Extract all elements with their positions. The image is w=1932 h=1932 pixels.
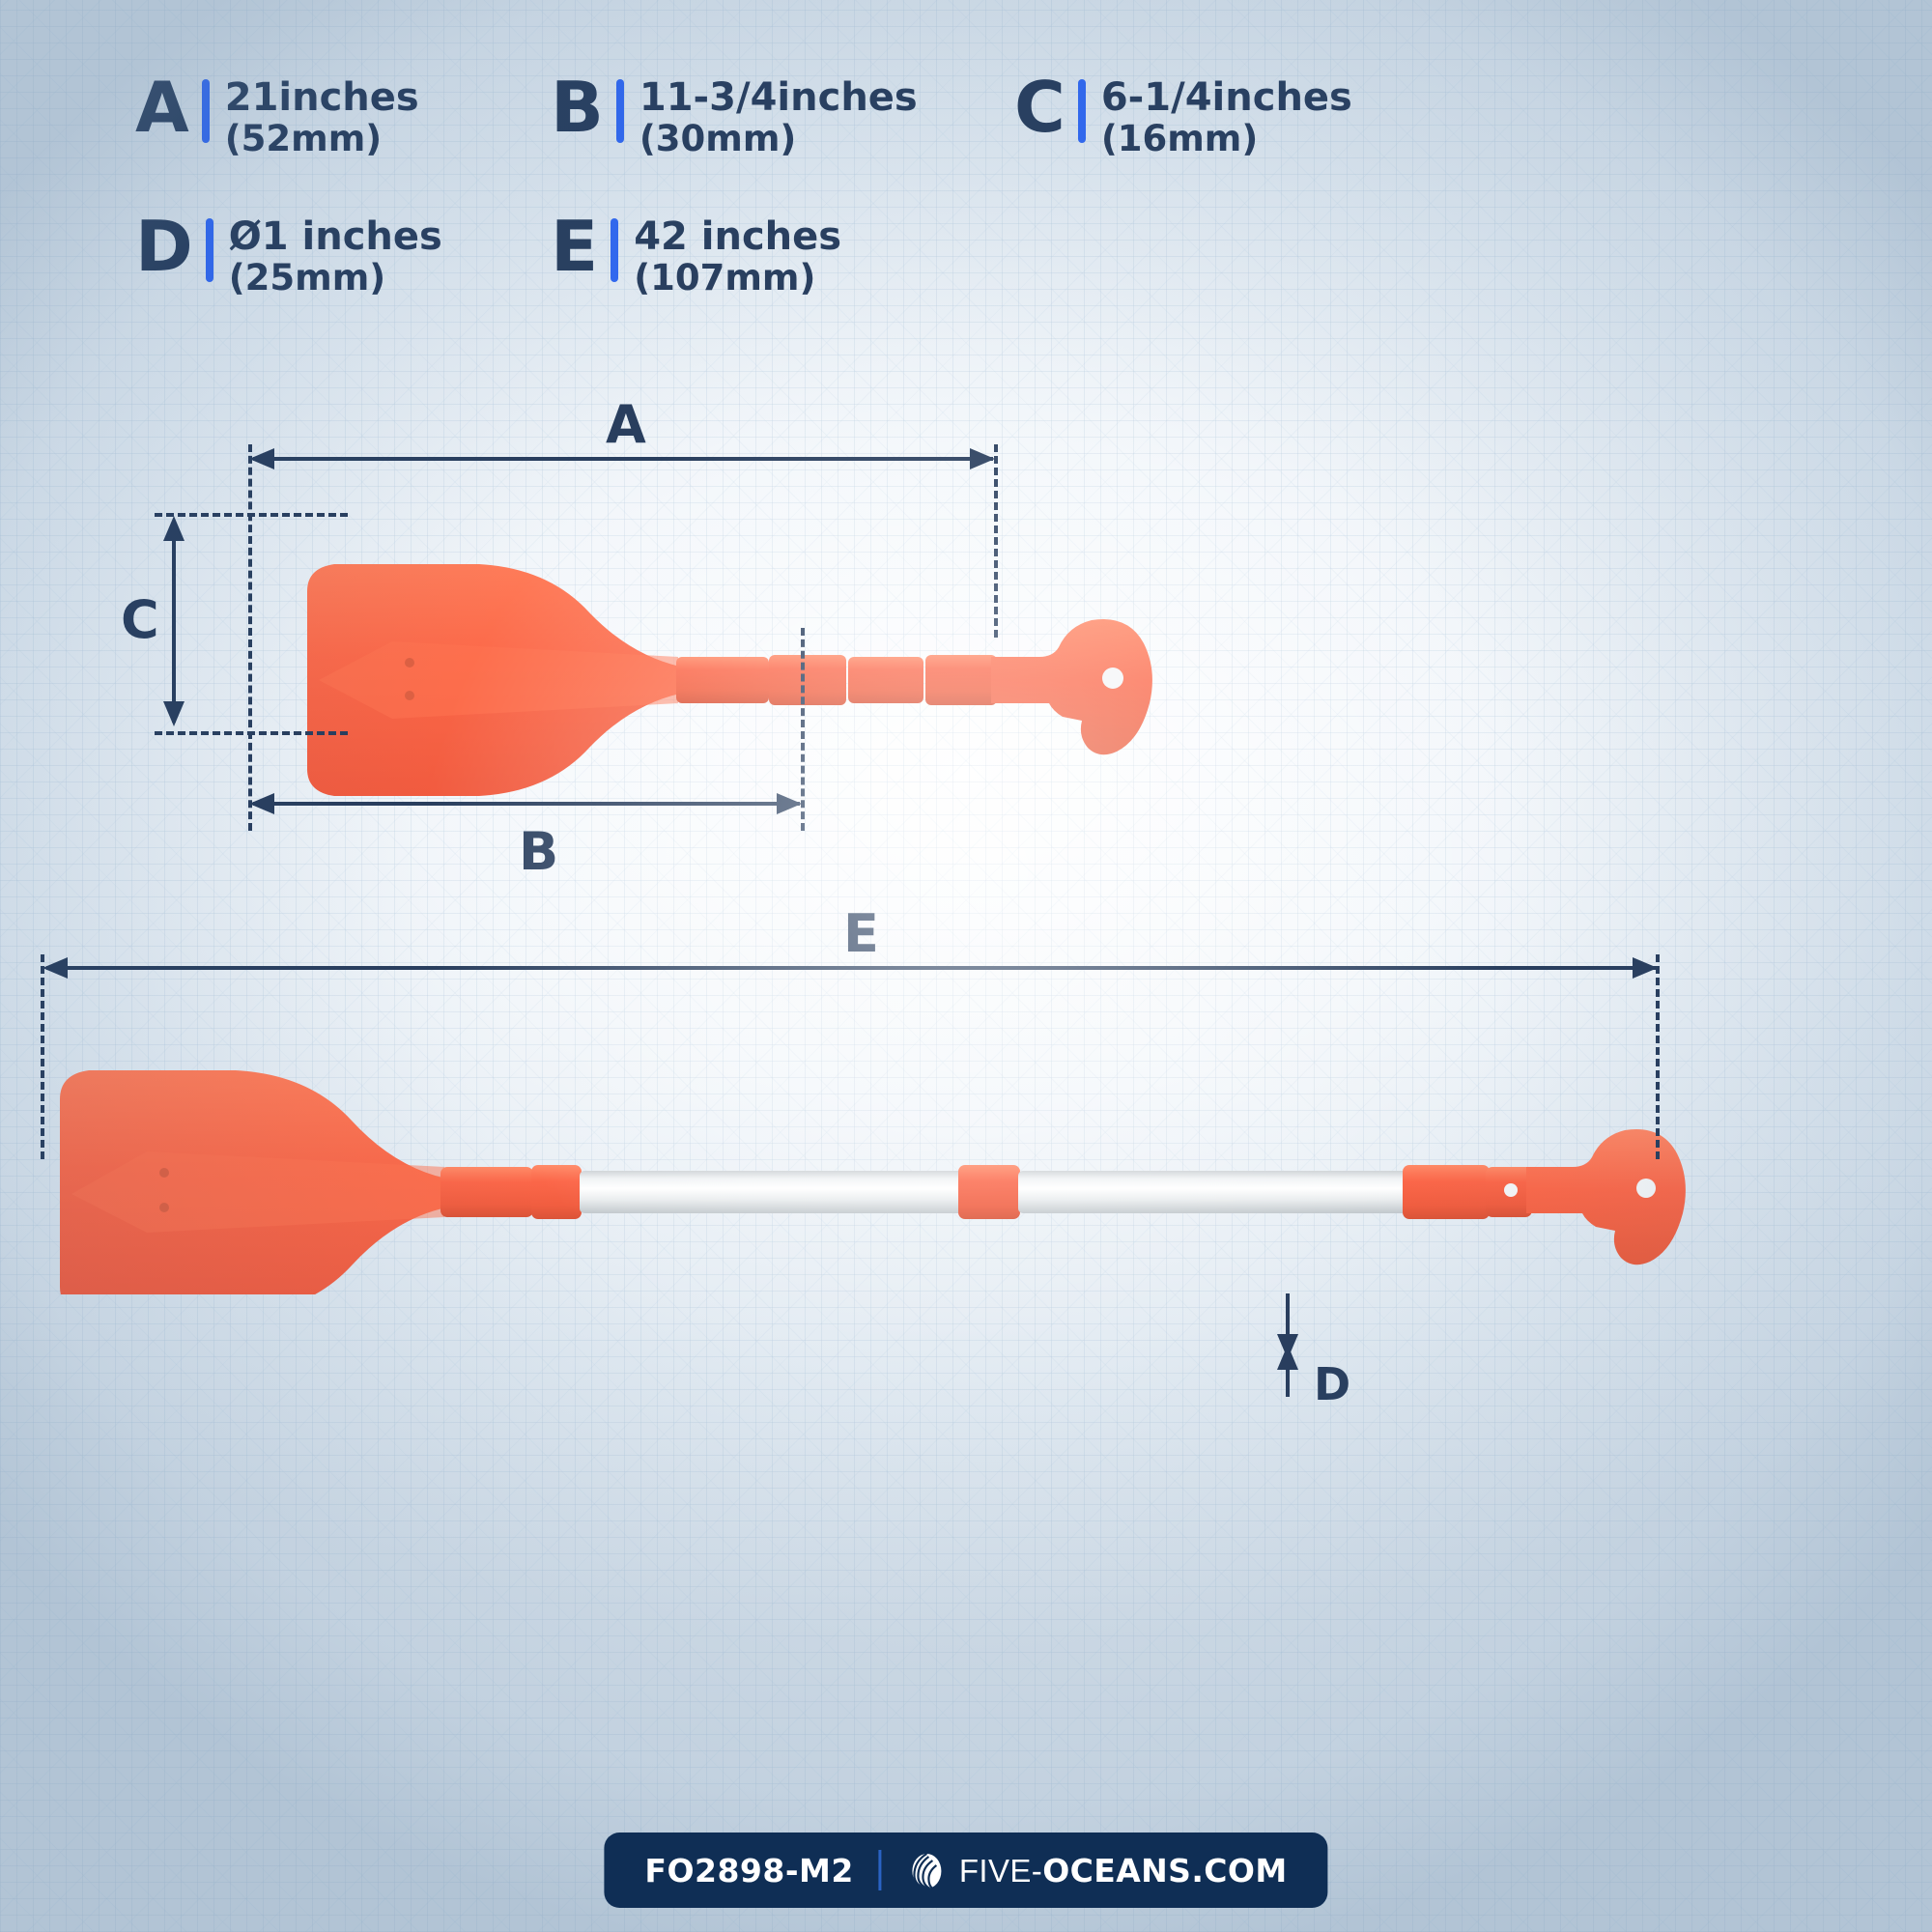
t-handle-hole-extended: [1636, 1179, 1656, 1198]
legend-letter-d: D: [135, 206, 193, 287]
aluminum-shaft-1: [580, 1171, 964, 1213]
legend-divider-e: [611, 218, 619, 282]
dim-arrow-a-right: [970, 448, 995, 469]
legend-letter-e: E: [551, 206, 598, 287]
shaft-segment-2: [848, 657, 923, 703]
badge-divider: [878, 1850, 882, 1890]
dim-label-e: E: [843, 903, 879, 964]
legend-text-c: 6-1/4inches (16mm): [1100, 75, 1352, 160]
legend-item-a: A 21inches (52mm): [135, 67, 419, 160]
legend-text-b: 11-3/4inches (30mm): [639, 75, 918, 160]
legend-divider-b: [615, 79, 624, 143]
blade-hole-1: [405, 658, 414, 668]
legend-item-b: B 11-3/4inches (30mm): [551, 67, 918, 160]
ferrule-blade-side: [440, 1167, 533, 1217]
product-sku: FO2898-M2: [644, 1851, 854, 1889]
dim-label-d: D: [1314, 1358, 1351, 1410]
legend-item-c: C 6-1/4inches (16mm): [1014, 67, 1352, 160]
legend-letter-c: C: [1014, 67, 1065, 148]
dim-line-e: [46, 966, 1658, 970]
dim-line-b: [253, 802, 800, 806]
ferrule-handle-side: [1403, 1165, 1490, 1219]
paddle-extended-illustration: [60, 1070, 1686, 1294]
legend-item-d: D Ø1 inches (25mm): [135, 206, 442, 298]
legend-divider-d: [205, 218, 213, 282]
legend-item-e: E 42 inches (107mm): [551, 206, 841, 298]
blade-hole-2: [405, 691, 414, 700]
lock-pin-hole: [1504, 1183, 1518, 1197]
dim-arrow-c-top: [163, 516, 185, 541]
brand-name-bold: OCEANS.COM: [1042, 1851, 1288, 1889]
brand-text: FIVE-OCEANS.COM: [959, 1852, 1288, 1889]
dim-arrow-e-left: [43, 957, 68, 979]
dim-line-a: [253, 457, 993, 461]
legend-mm-d: (25mm): [228, 257, 386, 299]
legend-letter-a: A: [135, 67, 189, 148]
ext-line-a-left: [248, 444, 252, 831]
collar-blade-side: [531, 1165, 582, 1219]
brand-lockup[interactable]: FIVE-OCEANS.COM: [907, 1850, 1288, 1890]
legend-divider-c: [1077, 79, 1086, 143]
blade-hole-extended-1: [159, 1168, 169, 1178]
dim-line-c: [172, 522, 176, 723]
dim-arrow-b-left: [249, 793, 274, 814]
legend-inches-e: 42 inches: [634, 214, 842, 259]
legend-text-e: 42 inches (107mm): [634, 214, 841, 298]
legend-mm-c: (16mm): [1100, 118, 1259, 160]
dim-arrow-c-bottom: [163, 701, 185, 726]
shaft-collar-1: [769, 655, 846, 705]
dim-label-c: C: [121, 589, 159, 650]
legend-inches-c: 6-1/4inches: [1100, 75, 1352, 120]
t-handle-hole: [1102, 668, 1123, 689]
legend-text-a: 21inches (52mm): [224, 75, 419, 160]
shell-icon: [912, 1853, 942, 1890]
legend-inches-d: Ø1 inches: [228, 214, 442, 259]
ext-line-a-right: [994, 444, 998, 638]
dim-label-a: A: [606, 394, 646, 455]
brand-name-light: FIVE-: [958, 1852, 1043, 1889]
shaft-collar-2: [925, 655, 997, 705]
dim-arrow-a-left: [249, 448, 274, 469]
legend-divider-a: [201, 79, 210, 143]
legend-mm-b: (30mm): [639, 118, 797, 160]
paddle-collapsed-illustration: [307, 564, 1152, 796]
blade-hole-extended-2: [159, 1203, 169, 1212]
dim-arrow-d-bottom: [1277, 1345, 1298, 1370]
footer-badge: FO2898-M2 FIVE-OCEANS.COM: [604, 1833, 1328, 1908]
dim-label-b: B: [519, 821, 559, 882]
legend-mm-a: (52mm): [224, 118, 383, 160]
shaft-segment-1: [676, 657, 769, 703]
legend-text-d: Ø1 inches (25mm): [229, 214, 442, 298]
legend-mm-e: (107mm): [634, 257, 816, 299]
collar-middle: [958, 1165, 1020, 1219]
legend-inches-a: 21inches: [224, 75, 419, 120]
legend-inches-b: 11-3/4inches: [639, 75, 918, 120]
t-handle-shape: [991, 619, 1152, 755]
ext-line-e-right: [1656, 954, 1660, 1159]
dim-line-d-top: [1286, 1293, 1290, 1340]
aluminum-shaft-2: [1018, 1171, 1408, 1213]
legend-letter-b: B: [551, 67, 604, 148]
t-handle-shape-extended: [1526, 1129, 1686, 1265]
ext-line-e-left: [41, 954, 44, 1159]
ext-line-c-bottom: [155, 731, 348, 735]
dim-arrow-e-right: [1633, 957, 1658, 979]
dim-arrow-b-right: [777, 793, 802, 814]
